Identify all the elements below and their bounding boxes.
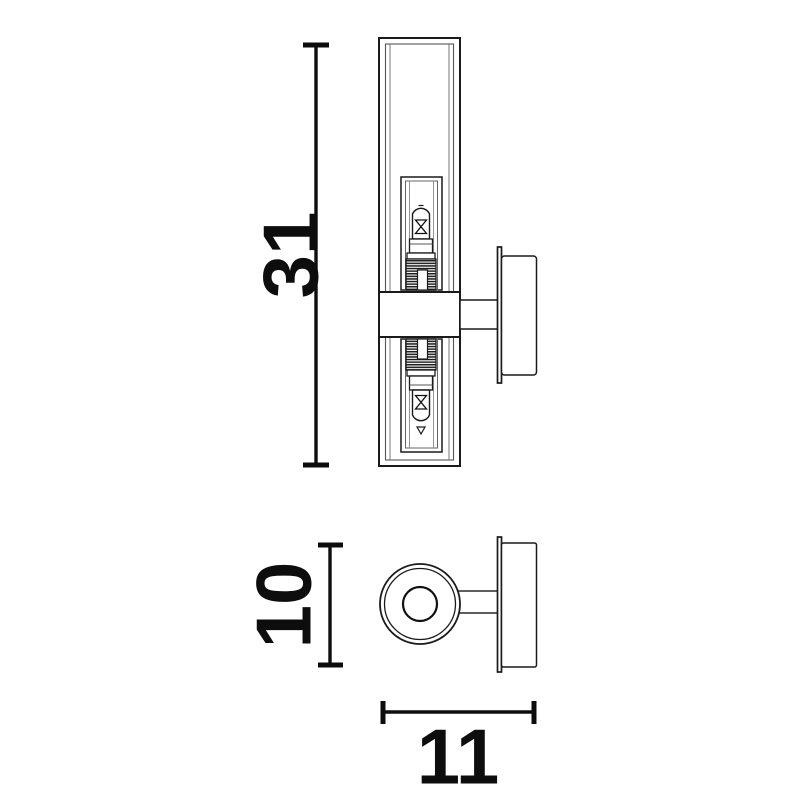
dimension-height-31: 31 — [247, 42, 335, 468]
upper-socket — [405, 258, 437, 291]
plan-arm — [454, 590, 501, 614]
plan-wall-plate — [496, 536, 538, 673]
lower-bulb-base — [406, 369, 436, 391]
upper-bulb-filament — [414, 219, 428, 235]
dimension-depth-10: 10 — [240, 542, 343, 668]
upper-bulb-base — [406, 238, 436, 260]
dimension-label-31: 31 — [247, 212, 335, 299]
lower-bulb-assembly — [400, 338, 443, 453]
mounting-arm — [459, 299, 501, 330]
tube-plan-circles — [379, 563, 461, 645]
dimension-projection-11: 11 — [380, 701, 537, 799]
front-elevation-view — [378, 37, 538, 467]
tube-inner-circle — [401, 585, 439, 623]
wall-plate — [496, 246, 538, 384]
tube-inner-ring — [383, 567, 457, 641]
lower-bulb-filament — [414, 394, 428, 410]
lower-socket — [405, 338, 437, 371]
plan-section-view — [379, 536, 538, 673]
upper-bulb-assembly — [400, 176, 443, 291]
dimension-label-11: 11 — [417, 713, 499, 799]
center-block — [378, 291, 461, 338]
dimension-label-10: 10 — [240, 562, 328, 649]
